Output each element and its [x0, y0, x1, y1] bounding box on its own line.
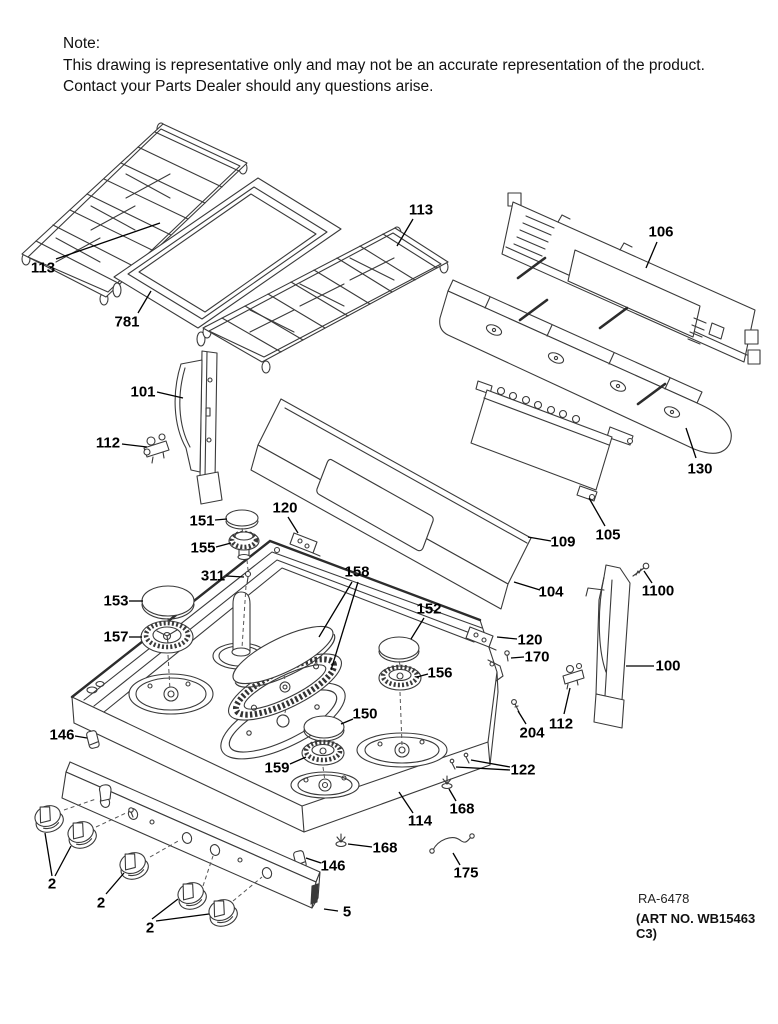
- part-callout-2: 2: [145, 919, 155, 937]
- part-callout-151: 151: [189, 512, 215, 530]
- manifold-panel: [61, 761, 321, 909]
- bracket-120-lower: [465, 626, 497, 651]
- part-callout-168: 168: [449, 800, 475, 818]
- part-callout-114: 114: [407, 812, 433, 830]
- control-knob-4: [177, 882, 207, 910]
- part-callout-781: 781: [114, 313, 140, 331]
- burner-head-157: [140, 620, 194, 654]
- valve-bracket-right: [562, 662, 585, 690]
- drawing-reference: RA-6478: [638, 891, 690, 906]
- part-callout-101: 101: [130, 383, 156, 401]
- back-panel: [501, 192, 761, 365]
- control-knob-5: [208, 899, 238, 927]
- griddle: [112, 177, 342, 347]
- part-callout-2: 2: [47, 875, 57, 893]
- part-callout-106: 106: [648, 223, 674, 241]
- part-callout-159: 159: [264, 759, 290, 777]
- part-callout-105: 105: [595, 526, 621, 544]
- clip-146-left: [86, 730, 100, 749]
- burner-head-156: [378, 664, 422, 691]
- part-callout-146: 146: [320, 857, 346, 875]
- grommet-168-left: [335, 833, 347, 848]
- part-callout-112: 112: [548, 715, 574, 733]
- part-callout-5: 5: [342, 903, 352, 921]
- bracket-120-upper: [289, 532, 321, 557]
- part-callout-100: 100: [655, 657, 681, 675]
- part-callout-156: 156: [427, 664, 453, 682]
- screw-311: [244, 570, 252, 585]
- part-callout-170: 170: [524, 648, 550, 666]
- part-callout-122: 122: [510, 761, 536, 779]
- burner-head-159: [301, 739, 345, 766]
- side-trim-right: [585, 564, 631, 729]
- grommet-168-right: [441, 775, 453, 790]
- leader-lines: [44, 218, 697, 922]
- part-callout-1100: 1100: [641, 582, 675, 600]
- part-callout-204: 204: [519, 724, 545, 742]
- assembly-lines: [167, 527, 403, 782]
- part-callout-120: 120: [272, 499, 298, 517]
- burner-cap-150: [303, 715, 345, 742]
- rear-trim: [439, 279, 732, 454]
- part-callout-130: 130: [687, 460, 713, 478]
- valve-bracket-left: [143, 433, 170, 464]
- part-callout-112: 112: [95, 434, 121, 452]
- screw-1100: [632, 562, 650, 577]
- burner-cap-152: [378, 636, 420, 663]
- igniter-wire-175: [429, 833, 475, 854]
- part-callout-113: 113: [408, 201, 434, 219]
- part-callout-113: 113: [30, 259, 56, 277]
- screw-204: [511, 699, 520, 713]
- part-callout-150: 150: [352, 705, 378, 723]
- part-callout-157: 157: [103, 628, 129, 646]
- burner-grate-left: [21, 122, 248, 306]
- part-callout-175: 175: [453, 864, 479, 882]
- screw-170: [504, 650, 510, 662]
- control-panel: [250, 398, 532, 610]
- control-knob-2: [67, 821, 97, 849]
- note-line2: Contact your Parts Dealer should any que…: [63, 78, 434, 95]
- control-board: [470, 380, 634, 502]
- part-callout-153: 153: [103, 592, 129, 610]
- part-callout-104: 104: [538, 583, 564, 601]
- part-callout-158: 158: [344, 563, 370, 581]
- burner-head-155: [228, 530, 260, 561]
- part-callout-152: 152: [416, 600, 442, 618]
- part-callout-109: 109: [550, 533, 576, 551]
- part-callout-120: 120: [517, 631, 543, 649]
- note-title: Note:: [63, 35, 101, 52]
- note-line1: This drawing is representative only and …: [63, 57, 705, 74]
- burner-grate-right: [202, 226, 449, 374]
- screws-122: [449, 752, 470, 770]
- knob-assembly-lines: [63, 798, 263, 902]
- burner-cap-151: [225, 509, 259, 530]
- part-callout-146: 146: [49, 726, 75, 744]
- note: Note: This drawing is representative onl…: [63, 33, 705, 97]
- part-callout-2: 2: [96, 894, 106, 912]
- art-number: (ART NO. WB15463 C3): [636, 911, 756, 941]
- part-callout-155: 155: [190, 539, 216, 557]
- side-trim-left: [174, 350, 223, 505]
- part-callout-311: 311: [200, 567, 226, 585]
- control-knob-1: [34, 805, 64, 833]
- part-callout-168: 168: [372, 839, 398, 857]
- control-knob-3: [119, 852, 149, 880]
